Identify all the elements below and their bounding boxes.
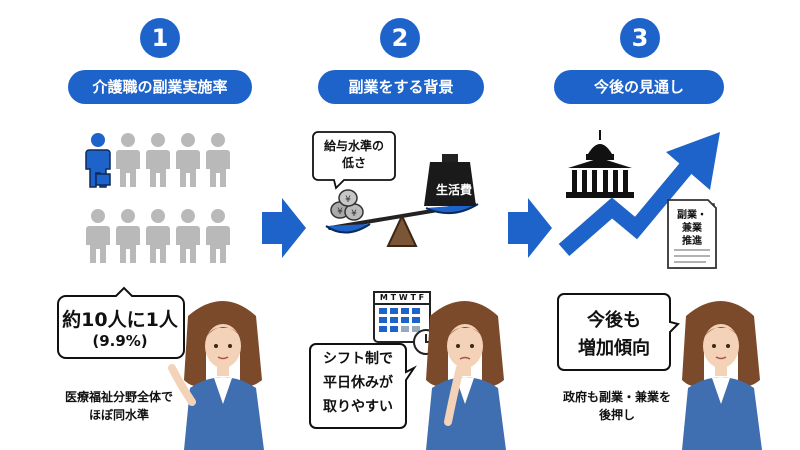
weight-icon bbox=[424, 154, 476, 206]
person-icon bbox=[176, 133, 200, 187]
svg-text:¥: ¥ bbox=[345, 195, 351, 205]
document-line3: 推進 bbox=[682, 236, 702, 247]
document-line1: 副業・ bbox=[677, 210, 707, 221]
step-3-caption-line2: 後押し bbox=[598, 408, 635, 422]
person-icon bbox=[116, 209, 140, 263]
svg-text:¥: ¥ bbox=[337, 207, 343, 217]
step-2-bubble-line1: シフト制で bbox=[323, 351, 393, 367]
low-salary-bubble bbox=[312, 131, 396, 190]
people-grid bbox=[85, 133, 230, 263]
svg-text:¥: ¥ bbox=[351, 209, 357, 219]
woman-illustration bbox=[168, 301, 264, 450]
person-icon bbox=[146, 209, 170, 263]
person-icon bbox=[146, 133, 170, 187]
step-1-number: 1 bbox=[140, 18, 180, 58]
low-salary-line1: 給与水準の bbox=[323, 139, 384, 153]
arrow-right-icon bbox=[262, 198, 306, 258]
document-icon bbox=[667, 199, 717, 269]
step-1-bubble-line1: 約10人に1人 bbox=[62, 309, 178, 331]
coin-icon: ¥ ¥ ¥ bbox=[330, 189, 364, 221]
step-1-bubble-line2: (9.9%) bbox=[92, 332, 148, 350]
calendar-days: M T W T F bbox=[379, 293, 425, 302]
person-icon bbox=[206, 133, 230, 187]
step-3-title: 今後の見通し bbox=[554, 70, 724, 104]
step-1-caption-line1: 医療福祉分野全体で bbox=[64, 390, 173, 404]
weight-label: 生活費 bbox=[435, 183, 472, 197]
person-icon bbox=[86, 209, 110, 263]
step-2-number: 2 bbox=[380, 18, 420, 58]
speech-bubble-2 bbox=[309, 343, 417, 429]
step-2-title: 副業をする背景 bbox=[318, 70, 484, 104]
speech-bubble-3 bbox=[557, 293, 680, 371]
woman-illustration bbox=[682, 301, 762, 450]
person-icon bbox=[176, 209, 200, 263]
calendar-icon bbox=[373, 291, 439, 355]
speech-bubble-1 bbox=[57, 286, 185, 359]
step-3-bubble-line2: 増加傾向 bbox=[578, 338, 650, 359]
balance-scale: ¥ ¥ ¥ bbox=[325, 154, 479, 247]
step-1-caption-line2: ほぼ同水準 bbox=[88, 408, 149, 422]
document-line2: 兼業 bbox=[682, 223, 702, 234]
person-icon bbox=[206, 209, 230, 263]
trend-up-arrow-icon bbox=[558, 132, 720, 257]
step-2-bubble-line3: 取りやすい bbox=[323, 399, 393, 415]
highlighted-worker-icon bbox=[85, 133, 111, 188]
step-2-bubble-line2: 平日休みが bbox=[323, 375, 393, 391]
step-3-bubble-line1: 今後も bbox=[587, 310, 641, 331]
low-salary-line2: 低さ bbox=[341, 156, 366, 170]
step-3-caption-line1: 政府も副業・兼業を bbox=[562, 390, 671, 404]
step-1-title: 介護職の副業実施率 bbox=[68, 70, 252, 104]
arrow-right-icon bbox=[508, 198, 552, 258]
person-icon bbox=[116, 133, 140, 187]
government-building-icon bbox=[566, 130, 634, 198]
step-3-number: 3 bbox=[620, 18, 660, 58]
woman-illustration bbox=[426, 301, 506, 450]
